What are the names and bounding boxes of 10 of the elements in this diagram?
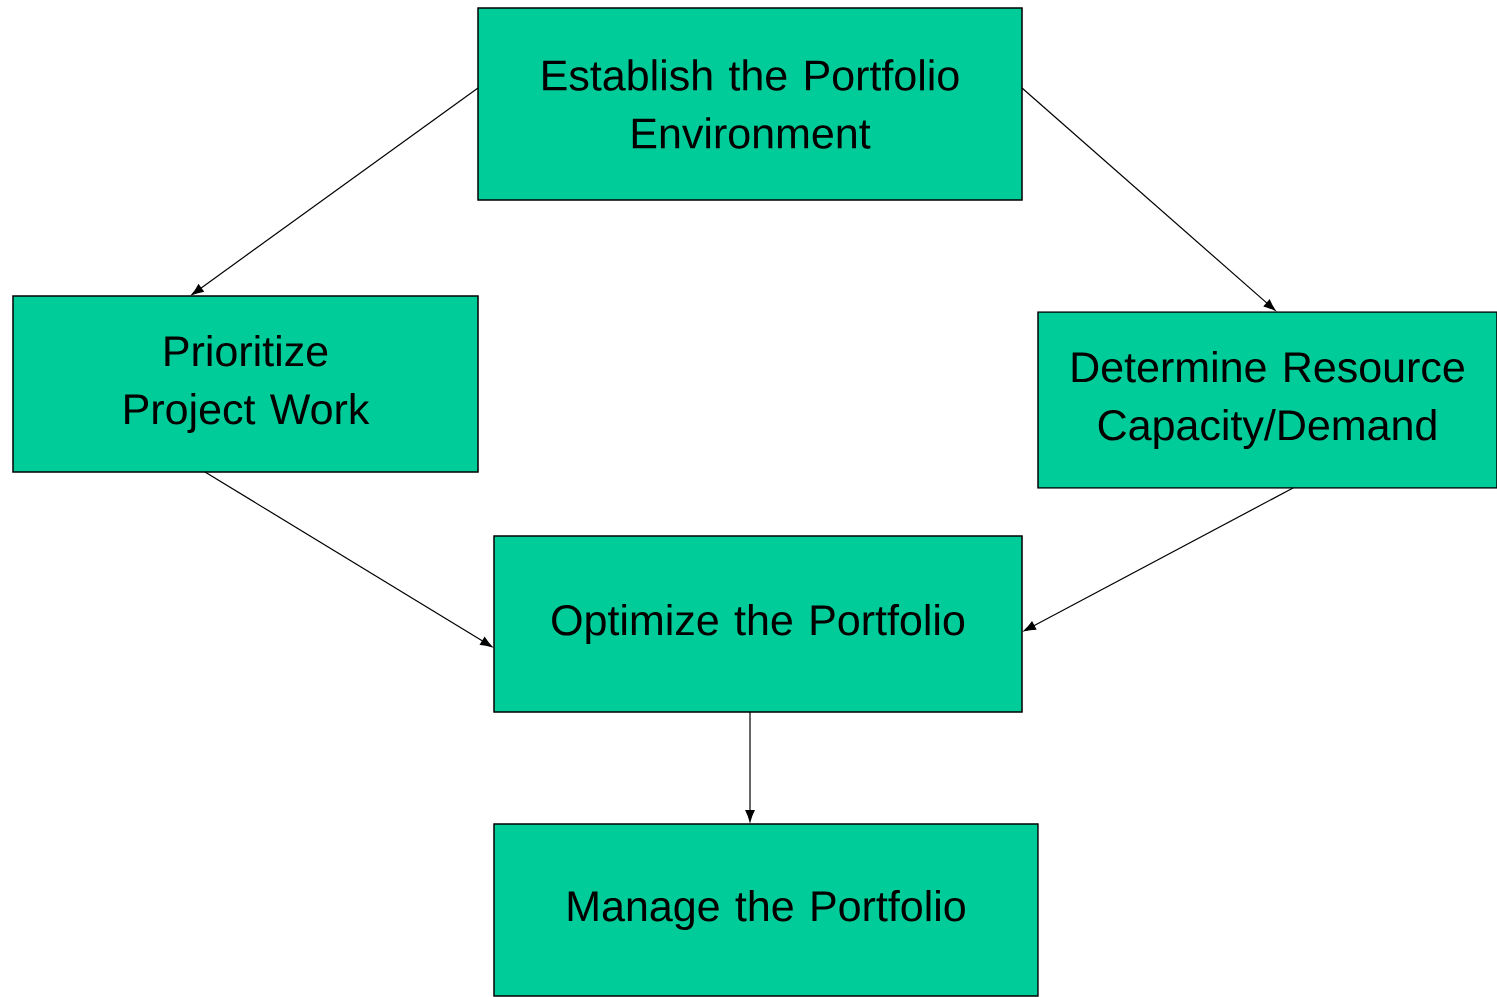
process-box: Optimize the Portfolio [493, 535, 1023, 713]
process-box: Manage the Portfolio [493, 823, 1039, 997]
arrow [1021, 87, 1276, 311]
arrow [204, 471, 493, 648]
process-box: Prioritize Project Work [12, 295, 479, 473]
arrow [1023, 487, 1294, 632]
process-box: Establish the Portfolio Environment [477, 7, 1023, 201]
arrow [191, 87, 479, 296]
process-box: Determine Resource Capacity/Demand [1037, 311, 1497, 489]
arrow [745, 711, 755, 822]
